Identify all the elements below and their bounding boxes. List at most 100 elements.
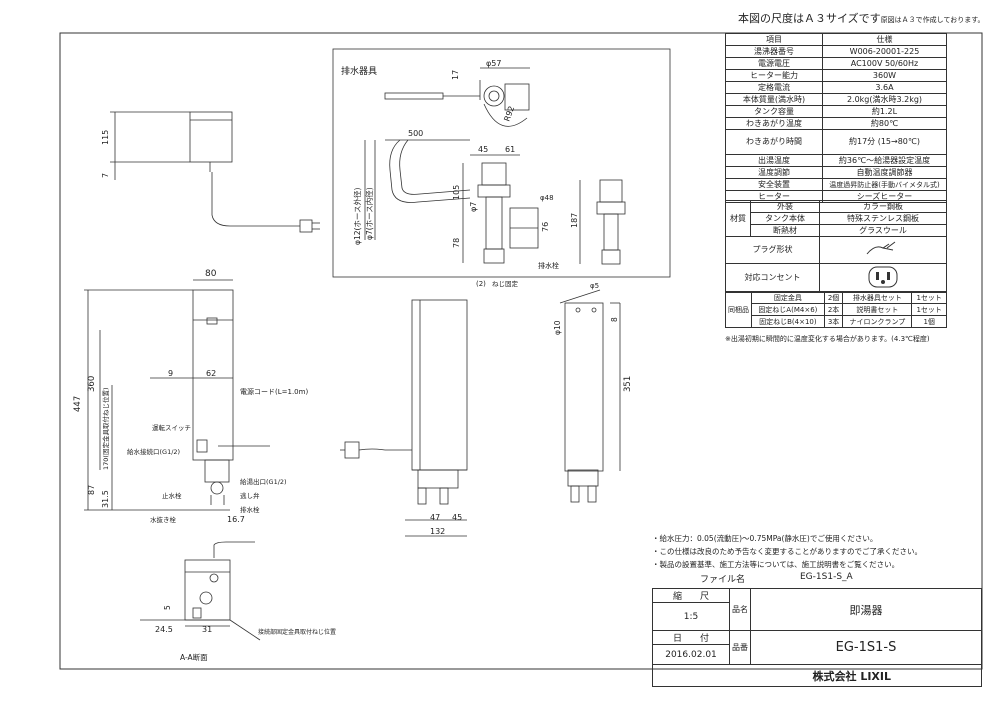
unit-side-view (340, 299, 468, 537)
dim-drain-r92: R92 (502, 105, 516, 123)
spec-value: 温度過昇防止器(手動バイメタル式) (822, 178, 947, 191)
spec-value: 約1.2L (822, 105, 947, 118)
dim-front-170: 170(固定金具取付ねじ位置) (101, 388, 110, 470)
dim-drain-61: 61 (505, 145, 515, 154)
accessory-item: 固定金具 (751, 291, 825, 304)
drain-plug-label: 排水栓 (538, 261, 559, 270)
file-label: ファイル名 (700, 575, 746, 585)
scale-value: 1:5 (652, 602, 730, 631)
dim-drain-57: φ57 (486, 59, 501, 68)
dim-bottom-24: 24.5 (155, 625, 173, 634)
spec-value: 2.0kg(満水時3.2kg) (822, 93, 947, 106)
sheet-title: 本図の尺度はＡ３サイズです原図はＡ３で作成しております。 (738, 10, 985, 26)
dim-drain-76: 76 (541, 222, 550, 232)
dim-drain-105: 105 (452, 185, 461, 200)
dim-drain-17: 17 (451, 70, 460, 80)
dim-front-87: 87 (87, 485, 96, 495)
date-value: 2016.02.01 (652, 644, 730, 665)
drain-hose-top (384, 67, 530, 127)
outlet-icon (819, 263, 947, 293)
unit-back-view (559, 289, 621, 503)
spec-label: わきあがり温度 (725, 117, 823, 130)
dim-front-447: 447 (73, 396, 83, 412)
accessory-qty: 3本 (823, 315, 844, 328)
material-label: 材質 (725, 200, 751, 237)
label-bracket-screw: 接続部固定金具取付ねじ位置 (258, 628, 336, 636)
label-stop-valve: 止水栓 (162, 491, 182, 500)
spec-value: 約17分 (15→80℃) (822, 129, 947, 155)
spec-value: 360W (822, 69, 947, 82)
label-water-drain: 水抜き栓 (150, 515, 177, 524)
material-value: 特殊ステンレス鋼板 (819, 212, 947, 225)
accessory-qty: 1セット (911, 291, 947, 304)
dim-front-16: 16.7 (227, 515, 245, 524)
material-table: 材質 外装 カラー鋼板 タンク本体特殊ステンレス鋼板 断熱材グラスウール プラグ… (725, 200, 947, 293)
dim-drain-48: φ48 (540, 194, 554, 202)
product-name: 即湯器 (750, 588, 982, 631)
dim-top-7: 7 (101, 173, 110, 178)
accessory-qty: 1セット (911, 303, 947, 316)
label-cord: 電源コード(L=1.0m) (240, 387, 308, 396)
spec-label: わきあがり時間 (725, 129, 823, 155)
outlet-label: 対応コンセント (725, 263, 820, 293)
dim-drain-500: 500 (408, 129, 423, 138)
accessory-label: 同梱品 (725, 291, 752, 328)
drain-valve-front (462, 154, 539, 264)
dim-bottom-31: 31 (202, 625, 212, 634)
drain-detail-box (332, 48, 671, 278)
date-label: 日 付 (652, 630, 730, 645)
back-dim-phi10: φ10 (553, 320, 562, 335)
unit-top-view (110, 111, 320, 233)
file-name: EG-1S1-S_A (800, 572, 853, 582)
spec-label: 温度調節 (725, 166, 823, 179)
spec-label: 定格電流 (725, 81, 823, 94)
drawing-frame (59, 32, 983, 670)
name-label: 品名 (729, 588, 751, 631)
spec-label: 出湯温度 (725, 154, 823, 167)
accessory-qty: 2本 (823, 303, 844, 316)
material-value: グラスウール (819, 224, 947, 237)
label-relief-valve: 逃し弁 (240, 491, 260, 500)
spec-label: ヒーター能力 (725, 69, 823, 82)
note-line: ・この仕様は改良のため予告なく変更することがありますのでご了承ください。 (652, 547, 922, 556)
scale-label: 縮 尺 (652, 588, 730, 603)
spec-label: 安全装置 (725, 178, 823, 191)
dim-front-62: 62 (206, 369, 216, 378)
bottom-caption: A-A断面 (180, 652, 208, 662)
note-line: ・給水圧力：0.05(流動圧)～0.75MPa(静水圧)でご使用ください。 (652, 534, 878, 543)
material-part: 外装 (750, 200, 820, 213)
back-dim-phi5: φ5 (590, 282, 599, 290)
spec-value: 3.6A (822, 81, 947, 94)
material-part: 断熱材 (750, 224, 820, 237)
dim-front-31: 31.5 (101, 490, 110, 508)
drain-label: 排水器具 (341, 65, 377, 77)
back-dim-8: 8 (610, 317, 619, 322)
dim-front-80: 80 (205, 269, 217, 279)
plug-icon (819, 236, 947, 264)
spec-head-value: 仕様 (822, 33, 947, 46)
accessory-item: 説明書セット (842, 303, 913, 316)
product-number: EG-1S1-S (750, 630, 982, 665)
side-dim-132: 132 (430, 527, 445, 536)
back-dim-351: 351 (623, 376, 633, 392)
label-hot-outlet: 給湯出口(G1/2) (240, 477, 287, 486)
number-label: 品番 (729, 630, 751, 665)
unit-front-view (84, 279, 270, 511)
label-drain-plug: 排水栓 (240, 505, 260, 514)
dim-drain-45: 45 (478, 145, 488, 154)
spec-value: AC100V 50/60Hz (822, 57, 947, 70)
spec-note: ※出湯初期に瞬間的に温度変化する場合があります。(4.3℃程度) (725, 335, 930, 343)
spec-label: タンク容量 (725, 105, 823, 118)
spec-value: 約36℃～給湯器設定温度 (822, 154, 947, 167)
spec-label: 電源電圧 (725, 57, 823, 70)
side-dim-45: 45 (452, 513, 462, 522)
general-notes: ・給水圧力：0.05(流動圧)～0.75MPa(静水圧)でご使用ください。 ・こ… (652, 532, 922, 571)
accessory-qty: 2個 (823, 291, 844, 304)
accessory-qty: 1個 (911, 315, 947, 328)
spec-head-item: 項目 (725, 33, 823, 46)
material-value: カラー鋼板 (819, 200, 947, 213)
label-run-switch: 運転スイッチ (152, 423, 191, 432)
title-main: 本図の尺度はＡ３サイズです (738, 12, 881, 25)
